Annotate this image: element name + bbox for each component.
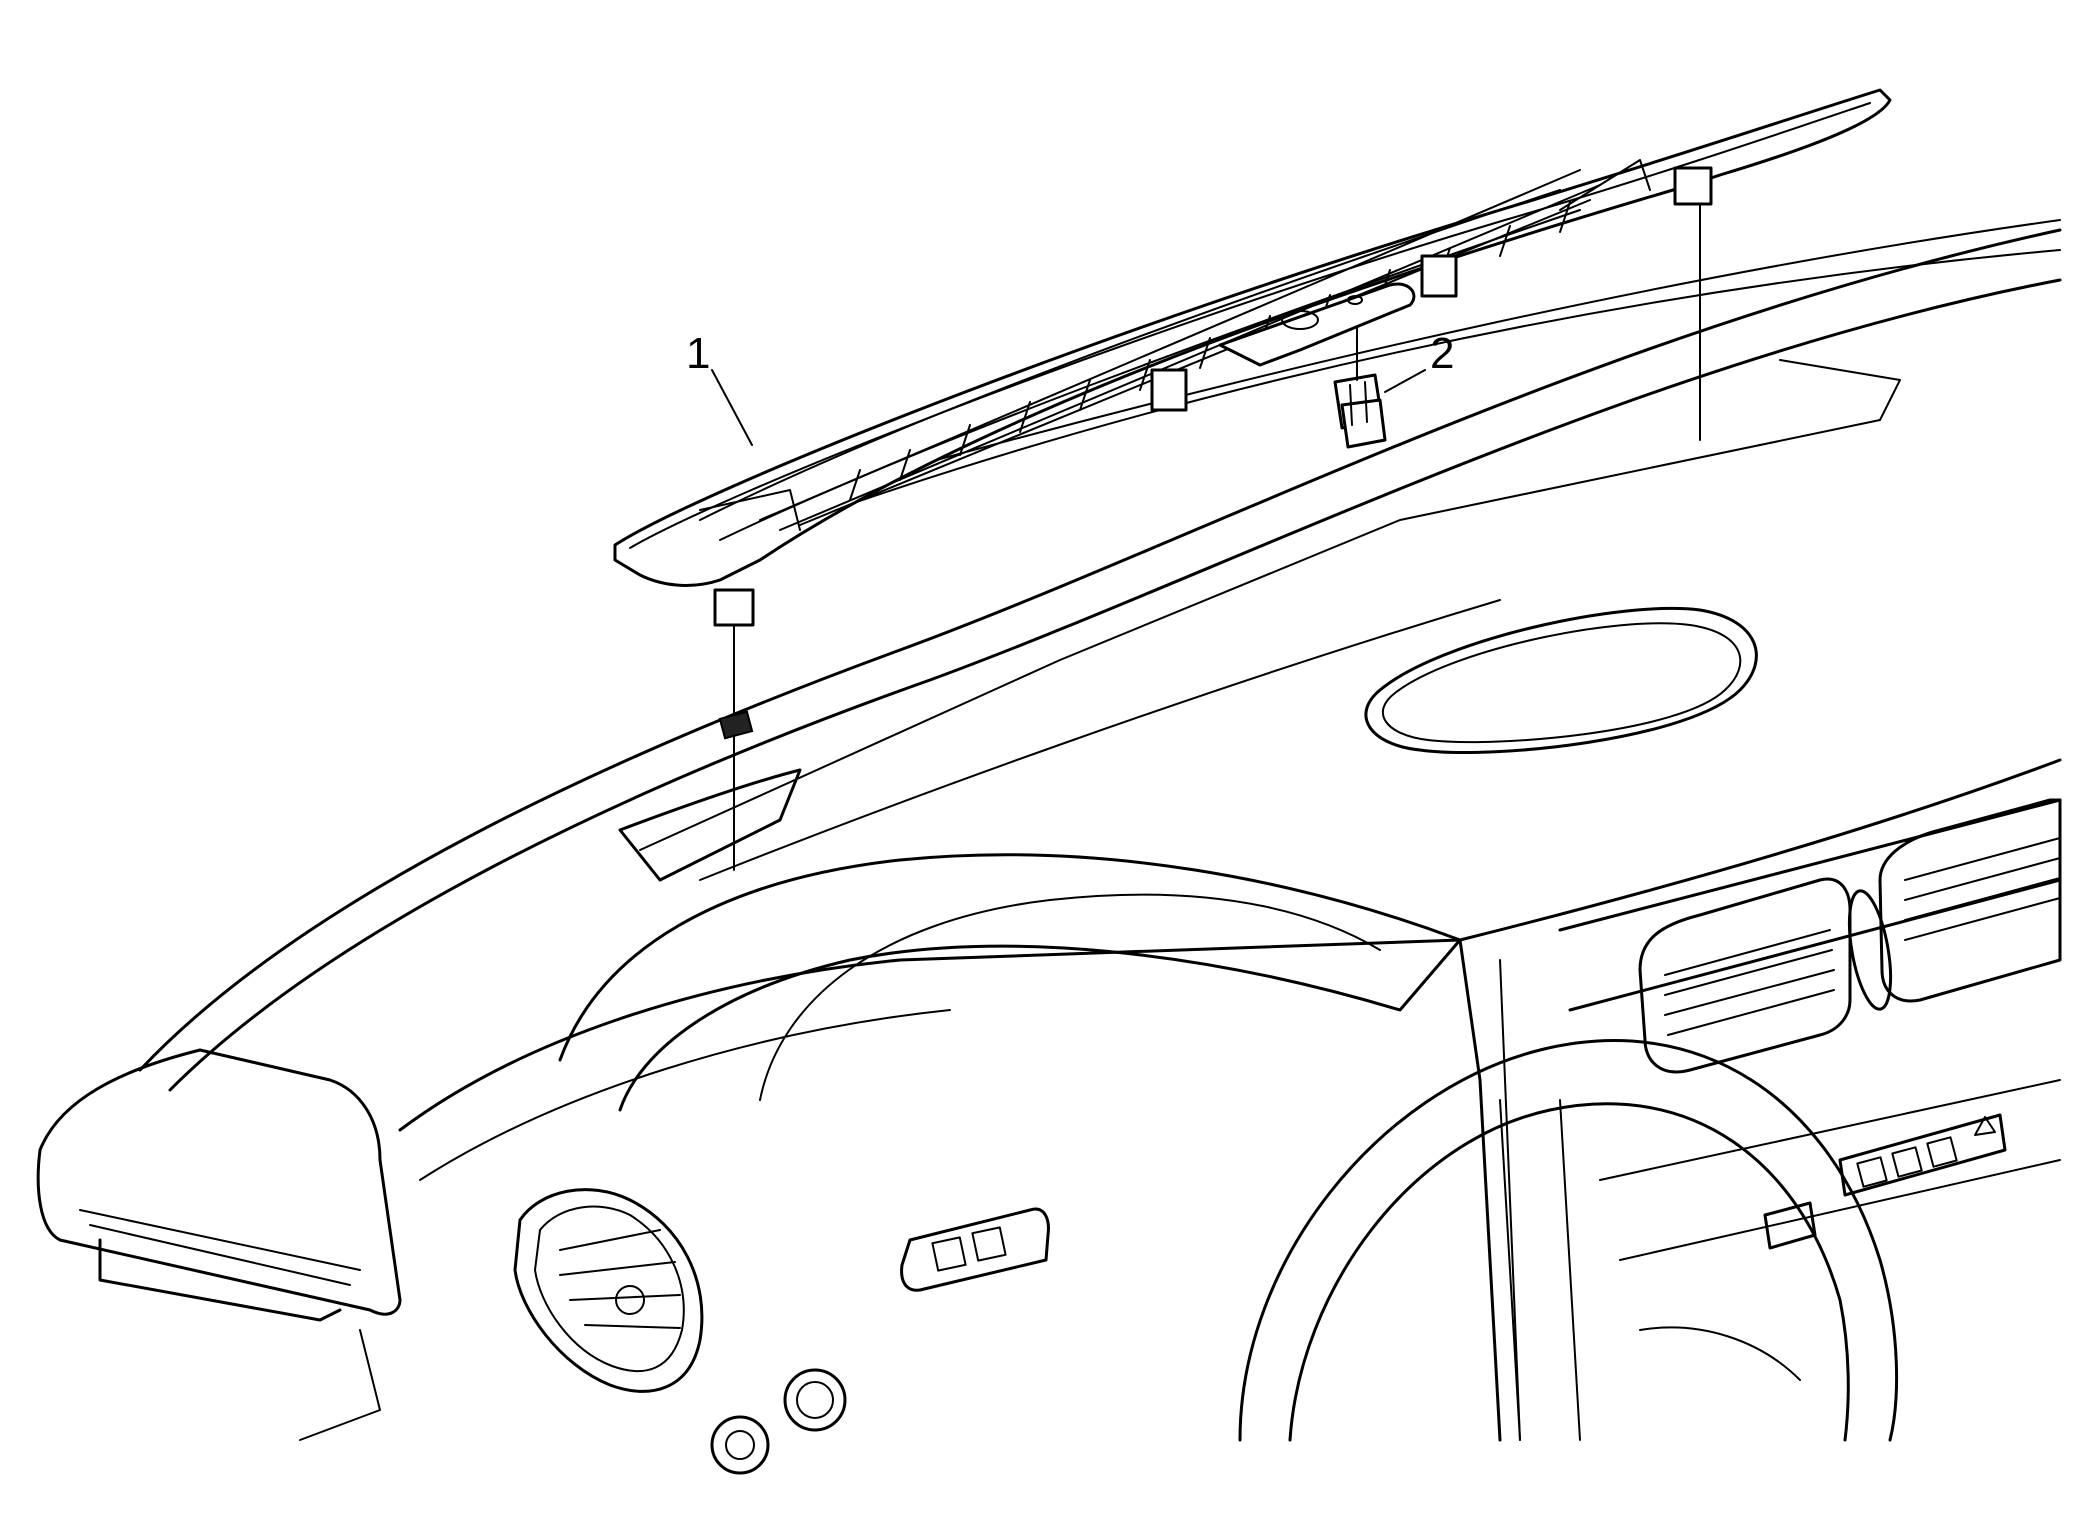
center-air-vents xyxy=(1638,798,2062,1074)
alignment-lines xyxy=(718,203,1701,871)
trim-panel-top-edge xyxy=(629,102,1871,549)
switch-bank xyxy=(1763,1113,2007,1250)
left-air-vent xyxy=(513,1188,704,1393)
callout-2-leader xyxy=(1384,369,1426,393)
dash-clip-slot xyxy=(718,710,754,740)
cluster-hood xyxy=(558,853,1462,1112)
lower-knobs xyxy=(710,1368,847,1475)
dash-top-surface xyxy=(138,228,2062,1072)
dash-windshield-line xyxy=(899,219,2061,471)
trim-clip-mid2 xyxy=(1420,254,1458,298)
callout-1-leader xyxy=(711,369,753,446)
callout-2-label: 2 xyxy=(1430,329,1454,378)
passenger-end-cap xyxy=(36,1048,402,1441)
speaker-grille-outer xyxy=(1364,606,1758,754)
steering-wheel xyxy=(1238,1039,1899,1442)
trim-clip-right xyxy=(1673,166,1713,206)
instrument-panel xyxy=(138,219,2062,1442)
part-2-sensor xyxy=(1333,373,1387,449)
defrost-recess xyxy=(618,768,802,882)
callouts: 1 2 xyxy=(686,329,1454,446)
dash-top-ridge xyxy=(168,278,2062,1092)
speaker-grille-inner xyxy=(1382,622,1742,744)
part-1-upper-trim-panel xyxy=(613,88,1892,627)
trim-clip-left xyxy=(713,588,755,627)
callout-1-label: 1 xyxy=(686,329,710,378)
trim-clip-mid xyxy=(1150,368,1188,412)
cluster-switch-pod xyxy=(900,1207,1050,1292)
